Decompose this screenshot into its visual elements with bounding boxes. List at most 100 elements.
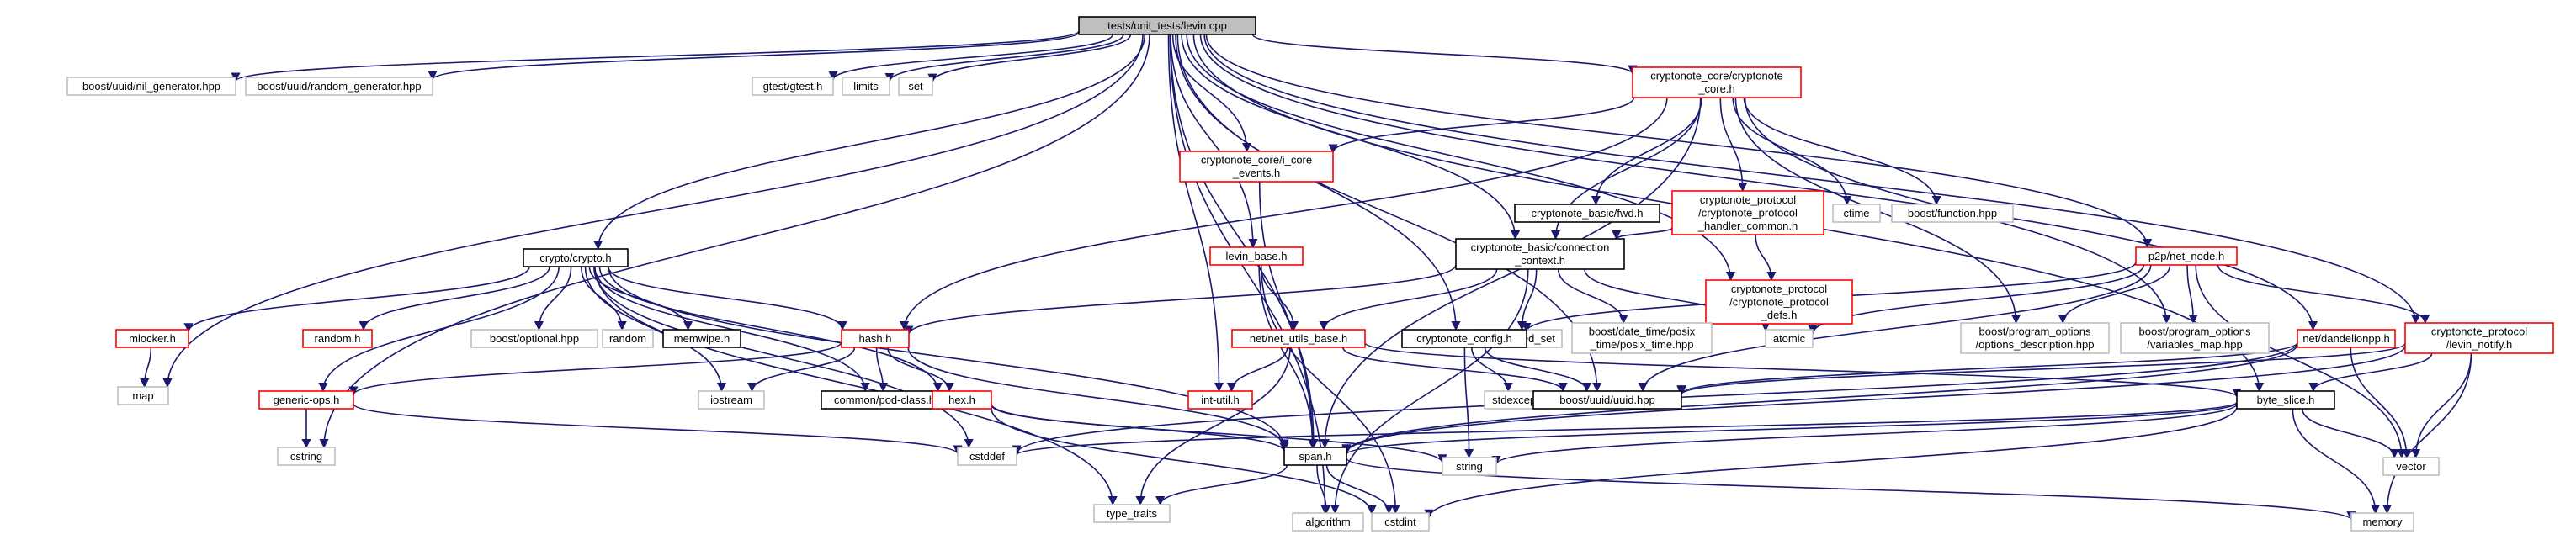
node-cn_core[interactable]: cryptonote_core/cryptonote_core.h (1632, 66, 1802, 98)
edge-hex_h-to-cstdint (991, 408, 1377, 516)
node-net_utils_base[interactable]: net/net_utils_base.h (1231, 329, 1366, 348)
node-mlocker[interactable]: mlocker.h (115, 329, 189, 348)
node-rand_gen-box (245, 77, 433, 96)
edge-byte_slice-to-cstdint (1424, 406, 2238, 519)
node-limits-label-line: limits (853, 80, 879, 93)
node-span_h-box (1283, 447, 1347, 466)
edge-levin_notify-to-vector (2411, 352, 2472, 459)
node-string-label-line: string (1456, 460, 1483, 473)
node-variables_map-box (2120, 322, 2270, 354)
node-i_core_events-label-line: cryptonote_core/i_core (1201, 154, 1312, 167)
edge-cn_config-to-uuid_hpp (1484, 347, 1592, 393)
node-levin_base-label-line: levin_base.h (1226, 250, 1288, 262)
dependency-edges (140, 30, 2472, 521)
edge-levin_cpp-to-algorithm (1169, 34, 1330, 515)
node-boost_function-label-line: boost/function.hpp (1908, 207, 1997, 220)
edge-conn_context-to-posix_time (1558, 268, 1628, 325)
node-atomic-box (1765, 329, 1814, 348)
edge-crypto_h-to-span_h (608, 266, 1289, 449)
edge-levin_notify-to-byte_slice (2308, 352, 2433, 393)
node-algorithm: algorithm (1292, 512, 1364, 532)
edge-crypto_h-to-hex_h (598, 266, 943, 393)
edge-levin_notify-to-span_h (1341, 345, 2406, 454)
node-crypto_h[interactable]: crypto/crypto.h (523, 248, 629, 267)
node-conn_context-label-line: cryptonote_basic/connection (1471, 241, 1610, 254)
edge-hash_h-to-generic_ops (348, 341, 842, 396)
edge-p2p_net_node-to-variables_map (2186, 264, 2198, 325)
node-pod_class[interactable]: common/pod-class.h (821, 390, 948, 410)
node-variables_map: boost/program_options/variables_map.hpp (2120, 322, 2270, 354)
edge-p2p_net_node-to-uuid_hpp (1638, 264, 2152, 393)
edge-generic_ops-to-cstddef (353, 403, 963, 455)
node-generic_ops[interactable]: generic-ops.h (258, 390, 354, 410)
node-crypto_h-box (523, 248, 629, 267)
node-cn_proto_defs-label-line: cryptonote_protocol (1731, 283, 1827, 295)
node-cstddef-box (957, 447, 1017, 466)
edge-crypto_h-to-random (581, 266, 627, 331)
node-net_utils_base-label-line: net/net_utils_base.h (1250, 332, 1347, 345)
node-posix_time-box (1571, 322, 1713, 354)
node-nil_gen-box (66, 77, 236, 96)
edge-p2p_net_node-to-vector (2195, 264, 2407, 459)
node-algorithm-label-line: algorithm (1305, 516, 1350, 528)
node-hex_h-box (932, 390, 992, 410)
edge-cn_proto_handler-to-conn_context (1612, 227, 1673, 241)
node-cn_config[interactable]: cryptonote_config.h (1401, 329, 1527, 348)
edge-conn_context-to-unordered_set (1516, 268, 1538, 331)
node-map-label-line: map (132, 389, 153, 402)
node-random_h[interactable]: random.h (302, 329, 373, 348)
node-conn_context[interactable]: cryptonote_basic/connection_context.h (1455, 238, 1625, 270)
node-i_core_events[interactable]: cryptonote_core/i_core_events.h (1179, 151, 1334, 183)
edge-levin_cpp-to-span_h (1169, 34, 1317, 449)
edge-byte_slice-to-vector (2302, 408, 2399, 459)
node-boost_function: boost/function.hpp (1891, 204, 2014, 223)
node-p2p_net_node[interactable]: p2p/net_node.h (2135, 246, 2238, 266)
node-p2p_net_node-box (2135, 246, 2238, 266)
edge-levin_cpp-to-crypto_h (593, 34, 1146, 251)
edge-cn_core-to-boost_function (1743, 97, 1941, 206)
edge-levin_cpp-to-levin_notify (1203, 34, 2421, 325)
node-generic_ops-label-line: generic-ops.h (274, 394, 340, 406)
node-vector: vector (2382, 457, 2440, 476)
node-byte_slice[interactable]: byte_slice.h (2236, 390, 2335, 410)
node-memwipe[interactable]: memwipe.h (662, 329, 741, 348)
node-rand_gen-label-line: boost/uuid/random_generator.hpp (257, 80, 421, 93)
edge-crypto_h-to-cstddef (593, 266, 974, 449)
node-memory: memory (2350, 512, 2414, 532)
node-span_h[interactable]: span.h (1283, 447, 1347, 466)
edge-hash_h-to-iostream (747, 347, 856, 393)
node-cn_proto_handler-label-line: cryptonote_protocol (1700, 193, 1796, 206)
node-atomic-label-line: atomic (1773, 332, 1806, 345)
node-levin_notify[interactable]: cryptonote_protocol/levin_notify.h (2404, 322, 2554, 354)
node-uuid_hpp[interactable]: boost/uuid/uuid.hpp (1532, 390, 1682, 410)
node-levin_cpp-box (1078, 16, 1256, 35)
node-int_util[interactable]: int-util.h (1187, 390, 1253, 410)
node-crypto_h-label-line: crypto/crypto.h (539, 251, 611, 264)
node-hash_h[interactable]: hash.h (841, 329, 910, 348)
node-cn_proto_handler[interactable]: cryptonote_protocol/cryptonote_protocol_… (1671, 190, 1824, 235)
node-cn_proto_defs[interactable]: cryptonote_protocol/cryptonote_protocol_… (1705, 279, 1853, 325)
node-levin_cpp[interactable]: tests/unit_tests/levin.cpp (1078, 16, 1256, 35)
edge-cn_core-to-cn_basic_fwd (1591, 97, 1702, 206)
edge-levin_base-to-span_h (1258, 264, 1318, 449)
node-string-box (1442, 457, 1497, 476)
edge-levin_notify-to-memory (2382, 352, 2472, 515)
node-hex_h[interactable]: hex.h (932, 390, 992, 410)
edge-byte_slice-to-memory (2292, 408, 2381, 515)
node-dandelionpp[interactable]: net/dandelionpp.h (2297, 329, 2396, 348)
node-nil_gen: boost/uuid/nil_generator.hpp (66, 77, 236, 96)
edge-crypto_h-to-memwipe (588, 266, 693, 331)
edge-i_core_events-to-span_h (1258, 181, 1319, 449)
node-hex_h-label-line: hex.h (948, 394, 975, 406)
node-ctime-label-line: ctime (1843, 207, 1869, 220)
node-cn_basic_fwd[interactable]: cryptonote_basic/fwd.h (1514, 204, 1660, 223)
node-uuid_hpp-box (1532, 390, 1682, 410)
node-gtest-label-line: gtest/gtest.h (763, 80, 823, 93)
node-levin_base[interactable]: levin_base.h (1209, 246, 1304, 266)
node-memory-label-line: memory (2363, 516, 2403, 528)
node-posix_time-label-line: boost/date_time/posix (1589, 325, 1696, 338)
edge-p2p_net_node-to-options_desc (2058, 264, 2171, 325)
node-cn_proto_defs-label-line: _defs.h (1761, 309, 1798, 321)
node-set-box (898, 77, 933, 96)
edge-net_utils_base-to-int_util (1226, 347, 1288, 393)
